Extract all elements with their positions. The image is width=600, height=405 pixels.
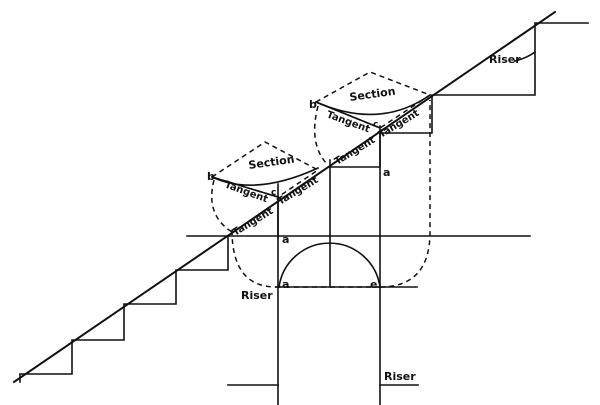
- point-c-upper: c: [373, 120, 378, 130]
- section-label-upper: Section: [349, 85, 397, 104]
- section-label-lower: Section: [248, 153, 296, 172]
- riser-label-bottom: Riser: [384, 370, 416, 383]
- point-c-lower: c: [271, 188, 276, 198]
- semicircle: [278, 242, 381, 288]
- point-e-low: e: [370, 278, 377, 291]
- lower-tangent-label-2: Tangent: [276, 175, 321, 208]
- point-b-lower: b: [207, 170, 215, 183]
- riser-label-left: Riser: [241, 289, 273, 302]
- point-a-low: a: [282, 278, 289, 291]
- dashed-corner-right: [379, 100, 431, 288]
- lower-tangent-label-1: Tangent: [223, 179, 269, 205]
- upper-tangent-label-3: Tangent: [333, 135, 378, 168]
- riser-label-top: Riser: [489, 53, 521, 66]
- upper-tangent-label-2: Tangent: [377, 108, 422, 141]
- point-a-upper: a: [383, 166, 390, 179]
- lower-tangent-label-3: Tangent: [231, 206, 276, 239]
- dashed-corner-left: [231, 229, 277, 288]
- upper-dashed-arc: [313, 105, 329, 166]
- lower-dashed-arc: [211, 179, 233, 233]
- lower-tangent-line: [211, 176, 279, 198]
- point-a-mid: a: [282, 233, 289, 246]
- upper-tangent-line: [314, 100, 382, 130]
- point-b-upper: b: [309, 98, 317, 111]
- riser-leader-top: [514, 50, 537, 62]
- upper-tangent-label-1: Tangent: [325, 109, 371, 135]
- lower-steps: [19, 235, 229, 383]
- pitch-line: [12, 10, 557, 384]
